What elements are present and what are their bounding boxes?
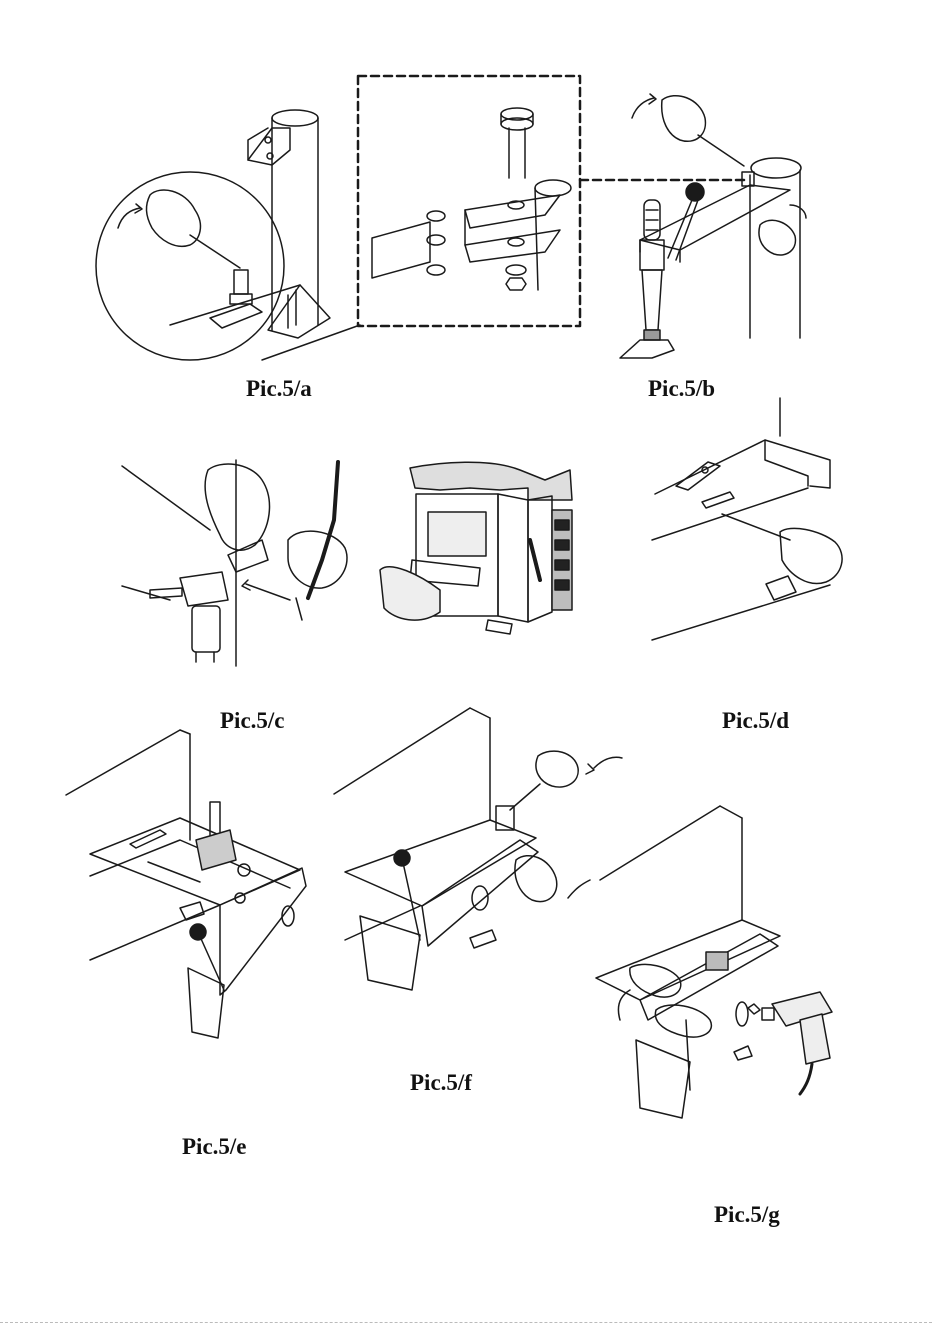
figure-5b-detail bbox=[358, 76, 745, 326]
figure-5a bbox=[96, 110, 360, 360]
caption-pic-5d: Pic.5/d bbox=[722, 708, 789, 734]
figure-5c-machine bbox=[380, 462, 572, 634]
figure-5d bbox=[652, 398, 842, 640]
figure-5e bbox=[66, 730, 306, 1038]
figure-5f bbox=[334, 708, 622, 990]
caption-pic-5c: Pic.5/c bbox=[220, 708, 285, 734]
caption-pic-5b: Pic.5/b bbox=[648, 376, 715, 402]
figure-5b bbox=[620, 94, 806, 358]
caption-pic-5a: Pic.5/a bbox=[246, 376, 312, 402]
page-bottom-edge bbox=[0, 1318, 932, 1323]
caption-pic-5e: Pic.5/e bbox=[182, 1134, 247, 1160]
caption-pic-5g: Pic.5/g bbox=[714, 1202, 780, 1228]
figure-5g bbox=[596, 806, 832, 1118]
caption-pic-5f: Pic.5/f bbox=[410, 1070, 472, 1096]
figure-5c bbox=[122, 460, 347, 666]
